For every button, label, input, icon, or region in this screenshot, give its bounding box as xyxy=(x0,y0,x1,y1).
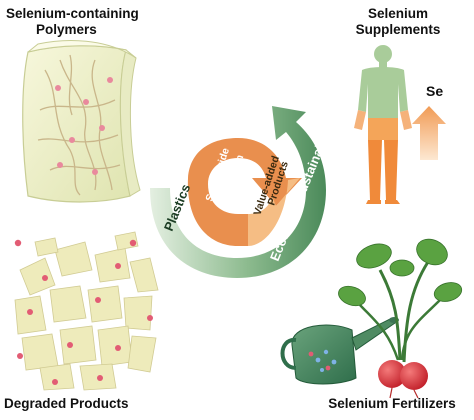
se-label: Se xyxy=(426,83,443,99)
degraded-fragments-illustration xyxy=(14,231,159,391)
polymers-label: Selenium-containing Polymers xyxy=(0,6,154,38)
watering-can-illustration xyxy=(280,317,399,385)
polymers-label-line1: Selenium-containing xyxy=(6,6,139,21)
polymers-label-line2: Polymers xyxy=(36,22,97,37)
fertilizers-label-text: Selenium Fertilizers xyxy=(328,396,456,411)
human-figure-illustration xyxy=(354,45,412,204)
supplements-label-line1: Selenium xyxy=(367,6,429,21)
degraded-products-label-text: Degraded Products xyxy=(4,396,129,411)
supplements-label: Selenium Supplements xyxy=(338,6,458,38)
polymer-block-illustration xyxy=(22,40,141,203)
fertilizers-label: Selenium Fertilizers xyxy=(310,396,474,412)
selenium-arrow xyxy=(412,106,446,160)
radish-plant-illustration xyxy=(338,238,463,399)
orange-cycle-arrow xyxy=(187,138,302,246)
supplements-label-line2: Supplements xyxy=(355,22,441,37)
degraded-products-label: Degraded Products xyxy=(4,396,174,412)
